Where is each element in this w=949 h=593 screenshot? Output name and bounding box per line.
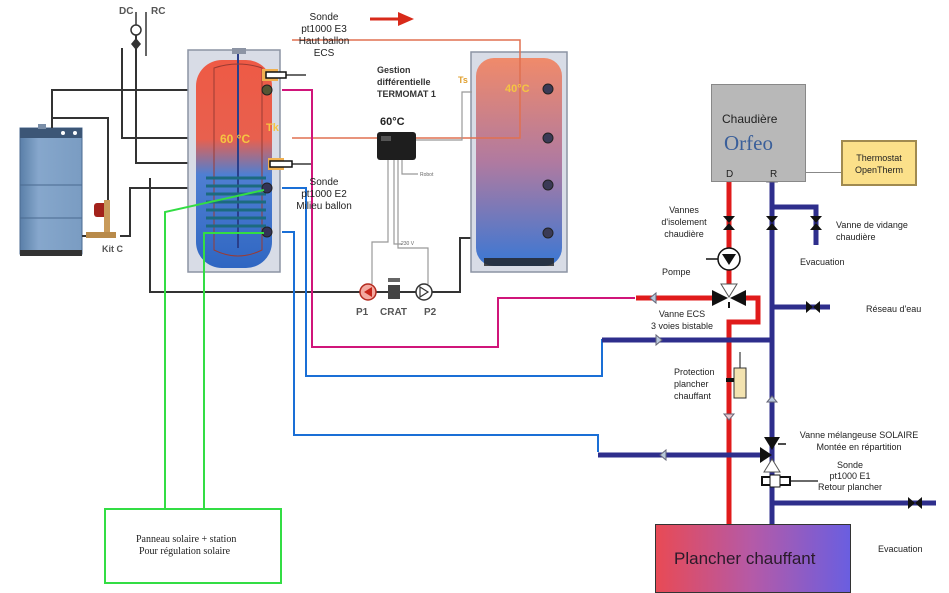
pump-label: Pompe [662, 267, 691, 277]
solar-loop [164, 189, 265, 508]
buffer-tank-temp: 40°C [505, 83, 530, 95]
ecs-tank [187, 48, 281, 273]
solar-panel-station: Panneau solaire + station Pour régulatio… [104, 508, 282, 584]
water-network-valve [806, 301, 820, 313]
p2-label: P2 [424, 307, 437, 318]
solar-mixing-valve [760, 437, 786, 473]
termomat-controller [377, 132, 416, 160]
sensor-e1-label: Sonde pt1000 E1 Retour plancher [817, 460, 883, 492]
evacuation-top-label: Evacuation [800, 257, 845, 267]
isolation-valve-hot [723, 216, 735, 230]
drain-valve-label: Vanne de vidange chaudière [836, 220, 908, 242]
sensor-e3-label: Sonde pt1000 E3 Haut ballon ECS [298, 12, 350, 59]
gas-boiler: Chaudière Orfeo D R [711, 84, 806, 182]
underfloor-heating: Plancher chauffant [655, 524, 851, 593]
top-arrow-icon [370, 12, 414, 26]
sensor-e1 [761, 474, 818, 488]
mixing-valve-label: Vanne mélangeuse SOLAIRE Montée en répar… [799, 430, 919, 452]
boiler-pipes [51, 30, 478, 293]
orfeo-brand: Orfeo [724, 131, 773, 155]
kit-c-label: Kit C [102, 244, 123, 254]
sensor-wire-blue2 [282, 231, 599, 452]
evacuation-valve [908, 497, 922, 509]
p1-label: P1 [356, 307, 369, 318]
thermostat-opentherm: Thermostat OpenTherm [841, 140, 917, 186]
dc-rc-valves [130, 12, 147, 56]
ecs-valve-label: Vanne ECS 3 voies bistable [650, 309, 714, 331]
dc-label: DC [119, 6, 134, 17]
pump-p1 [359, 283, 377, 301]
plancher-label: Plancher chauffant [674, 549, 816, 568]
controller-title: Gestion différentielle TERMOMAT 1 [377, 65, 436, 99]
sensor-e3 [262, 69, 306, 81]
sensor-wire-e3 [282, 89, 635, 348]
thermostat-link [805, 172, 841, 173]
kit-c-pump-group [86, 200, 116, 238]
crat-label: CRAT [380, 307, 408, 318]
voltage-label: 230 V [401, 241, 415, 247]
rc-label: RC [151, 6, 166, 17]
floor-protection-thermostat [726, 352, 747, 399]
robot-label: Robot [420, 172, 434, 178]
circulator-pump [706, 247, 741, 271]
wood-boiler [19, 124, 83, 256]
water-network-label: Réseau d'eau [866, 304, 922, 314]
floor-protection-label: Protection plancher chauffant [674, 367, 715, 401]
crat-valve [388, 278, 400, 299]
ecs-3way-valve [712, 283, 746, 308]
sensor-e2-label: Sonde pt1000 E2 Milieu ballon [296, 177, 352, 212]
isolation-valves-label: Vannes d'isolement chaudière [661, 205, 707, 239]
evacuation-bottom-label: Evacuation [878, 544, 923, 554]
sensor-e2 [268, 158, 312, 170]
drain-valve [810, 216, 822, 230]
d-label: D [726, 169, 734, 180]
buffer-tank [470, 51, 568, 273]
isolation-valve-cold [766, 216, 778, 230]
controller-temp: 60°C [380, 116, 405, 128]
ecs-tank-temp: 60 °C [220, 132, 251, 146]
pump-p2 [415, 283, 433, 301]
ts-label: Ts [458, 75, 468, 85]
chaudiere-label: Chaudière [722, 112, 778, 126]
r-label: R [770, 169, 778, 180]
tk-label: Tk [266, 122, 279, 134]
